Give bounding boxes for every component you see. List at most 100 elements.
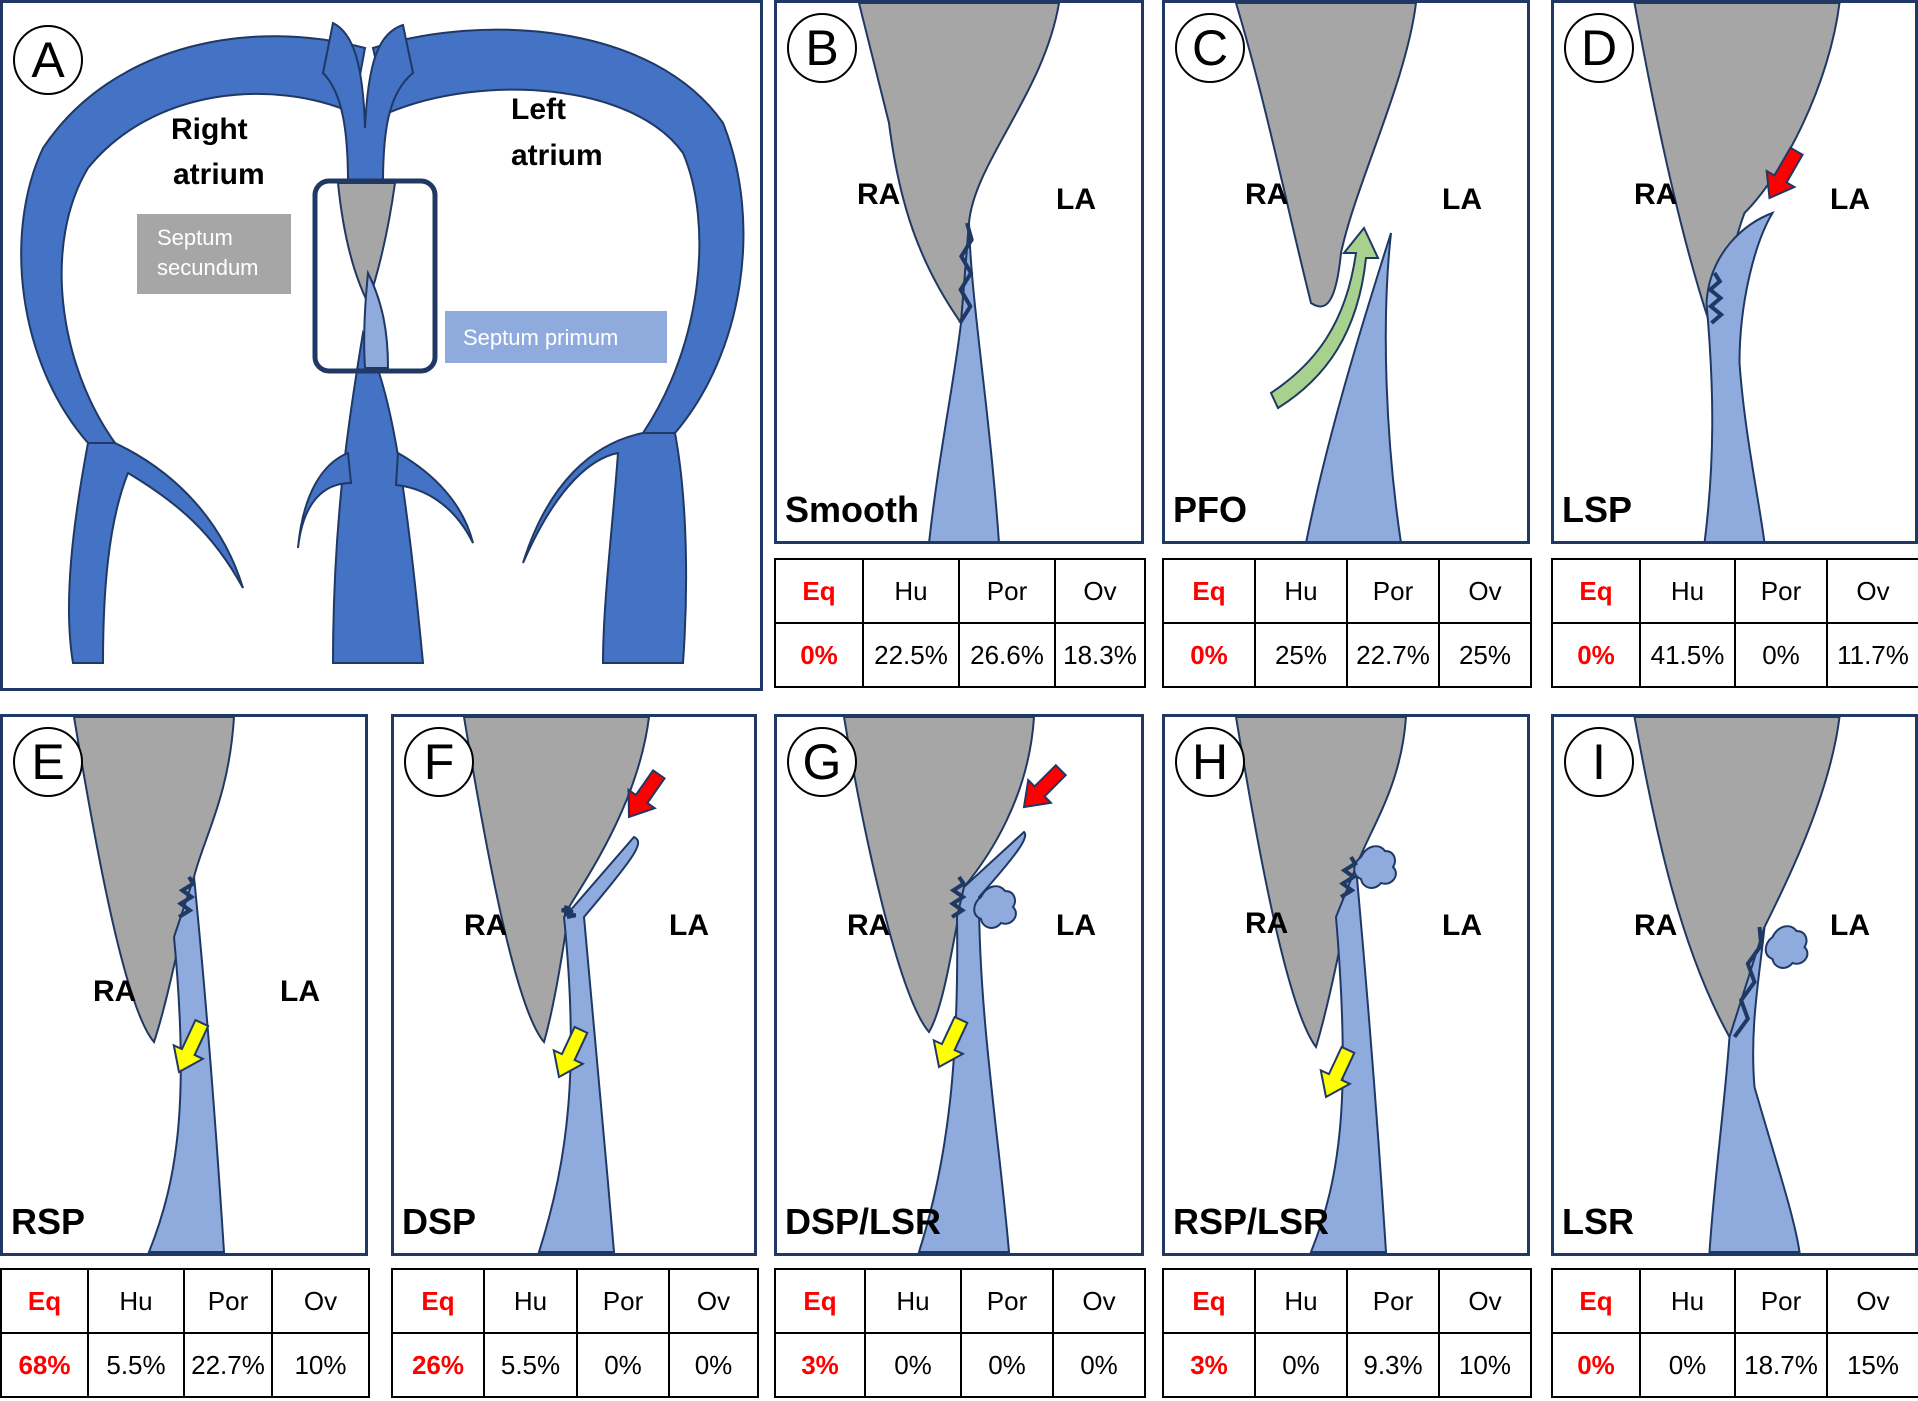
header-hu: Hu bbox=[862, 558, 960, 624]
septum-primum-shape bbox=[1703, 211, 1775, 541]
septum-secundum-tag bbox=[137, 214, 291, 294]
septum-diagram bbox=[857, 3, 1061, 541]
value-ov: 0% bbox=[1052, 1332, 1146, 1398]
table-header-row: Eq Hu Por Ov bbox=[1162, 558, 1532, 624]
septum-secundum-shape bbox=[1234, 717, 1408, 1050]
atria-diagram bbox=[20, 21, 745, 664]
septum-secundum-label-line1: Septum bbox=[157, 225, 233, 250]
value-eq: 68% bbox=[0, 1332, 89, 1398]
variant-name-label: LSR bbox=[1562, 1201, 1634, 1242]
header-ov: Ov bbox=[1826, 1268, 1918, 1334]
value-por: 26.6% bbox=[958, 622, 1056, 688]
variant-name-label: LSP bbox=[1562, 489, 1633, 530]
septum-diagram bbox=[1234, 3, 1418, 541]
variant-name-label: RSP/LSR bbox=[1173, 1201, 1330, 1242]
value-eq: 0% bbox=[774, 622, 864, 688]
panel-letter-d: D bbox=[1564, 13, 1634, 83]
header-por: Por bbox=[958, 558, 1056, 624]
header-hu: Hu bbox=[87, 1268, 185, 1334]
variant-name-label: Smooth bbox=[785, 489, 919, 530]
percentage-table: Eq Hu Por Ov 26% 5.5% 0% 0% bbox=[391, 1268, 759, 1398]
value-por: 0% bbox=[576, 1332, 670, 1398]
percentage-table: Eq Hu Por Ov 0% 0% 18.7% 15% bbox=[1551, 1268, 1918, 1398]
value-por: 0% bbox=[1734, 622, 1828, 688]
right-atrium-label-line1: Right bbox=[171, 113, 248, 146]
left-valve-leaflet bbox=[67, 442, 244, 664]
value-hu: 5.5% bbox=[87, 1332, 185, 1398]
table-value-row: 0% 41.5% 0% 11.7% bbox=[1551, 622, 1918, 688]
yellow-arrow-icon bbox=[172, 1018, 210, 1074]
table-value-row: 0% 0% 18.7% 15% bbox=[1551, 1332, 1918, 1398]
percentage-table: Eq Hu Por Ov 0% 25% 22.7% 25% bbox=[1162, 558, 1532, 688]
panel-letter-a: A bbox=[13, 25, 83, 95]
header-eq: Eq bbox=[1551, 558, 1641, 624]
value-hu: 0% bbox=[1254, 1332, 1348, 1398]
right-atrium-label: RA bbox=[1245, 907, 1289, 940]
septum-primum-shape bbox=[928, 222, 1000, 541]
header-ov: Ov bbox=[1054, 558, 1146, 624]
header-ov: Ov bbox=[1826, 558, 1918, 624]
table-header-row: Eq Hu Por Ov bbox=[1162, 1268, 1532, 1334]
table-value-row: 3% 0% 9.3% 10% bbox=[1162, 1332, 1532, 1398]
value-por: 0% bbox=[960, 1332, 1054, 1398]
red-arrow-icon bbox=[627, 768, 666, 819]
septum-primum-tag bbox=[445, 311, 667, 363]
septum-secundum-shape bbox=[462, 717, 651, 1045]
table-header-row: Eq Hu Por Ov bbox=[0, 1268, 370, 1334]
left-atrium-wall bbox=[371, 28, 745, 434]
value-hu: 0% bbox=[864, 1332, 962, 1398]
header-eq: Eq bbox=[774, 1268, 866, 1334]
value-ov: 10% bbox=[1438, 1332, 1532, 1398]
septum-secundum-shape bbox=[1234, 3, 1418, 308]
fusion-line bbox=[1732, 926, 1764, 1039]
header-por: Por bbox=[576, 1268, 670, 1334]
header-por: Por bbox=[1734, 558, 1828, 624]
header-por: Por bbox=[1346, 558, 1440, 624]
header-ov: Ov bbox=[1052, 1268, 1146, 1334]
header-hu: Hu bbox=[1254, 558, 1348, 624]
value-hu: 0% bbox=[1639, 1332, 1736, 1398]
table-header-row: Eq Hu Por Ov bbox=[1551, 558, 1918, 624]
left-atrium-label: LA bbox=[1056, 909, 1096, 942]
value-por: 22.7% bbox=[1346, 622, 1440, 688]
percentage-table: Eq Hu Por Ov 0% 41.5% 0% 11.7% bbox=[1551, 558, 1918, 688]
header-ov: Ov bbox=[1438, 1268, 1532, 1334]
table-header-row: Eq Hu Por Ov bbox=[1551, 1268, 1918, 1334]
septal-remnant-blob bbox=[1353, 845, 1397, 889]
septum-diagram bbox=[462, 717, 666, 1253]
table-value-row: 3% 0% 0% 0% bbox=[774, 1332, 1146, 1398]
variant-name-label: RSP bbox=[11, 1201, 86, 1242]
percentage-table: Eq Hu Por Ov 3% 0% 0% 0% bbox=[774, 1268, 1146, 1398]
left-atrium-label: LA bbox=[1442, 909, 1482, 942]
right-atrium-label-line2: atrium bbox=[173, 158, 265, 191]
left-atrium-label: LA bbox=[1442, 183, 1482, 216]
value-ov: 18.3% bbox=[1054, 622, 1146, 688]
fusion-line bbox=[1339, 855, 1358, 899]
right-atrium-label: RA bbox=[1245, 178, 1289, 211]
right-atrium-label: RA bbox=[847, 909, 891, 942]
header-eq: Eq bbox=[391, 1268, 485, 1334]
header-hu: Hu bbox=[483, 1268, 578, 1334]
header-hu: Hu bbox=[864, 1268, 962, 1334]
value-eq: 3% bbox=[774, 1332, 866, 1398]
table-value-row: 68% 5.5% 22.7% 10% bbox=[0, 1332, 370, 1398]
center-left-leaflet bbox=[297, 451, 353, 549]
panel-letter-b: B bbox=[787, 13, 857, 83]
value-ov: 0% bbox=[668, 1332, 759, 1398]
header-ov: Ov bbox=[271, 1268, 370, 1334]
percentage-table: Eq Hu Por Ov 0% 22.5% 26.6% 18.3% bbox=[774, 558, 1146, 688]
value-ov: 11.7% bbox=[1826, 622, 1918, 688]
septum-secundum-shape bbox=[72, 717, 236, 1044]
yellow-arrow-icon bbox=[1319, 1045, 1356, 1099]
value-ov: 15% bbox=[1826, 1332, 1918, 1398]
header-por: Por bbox=[183, 1268, 273, 1334]
panel-letter-f: F bbox=[404, 727, 474, 797]
panel-letter-e: E bbox=[13, 727, 83, 797]
header-eq: Eq bbox=[1551, 1268, 1641, 1334]
